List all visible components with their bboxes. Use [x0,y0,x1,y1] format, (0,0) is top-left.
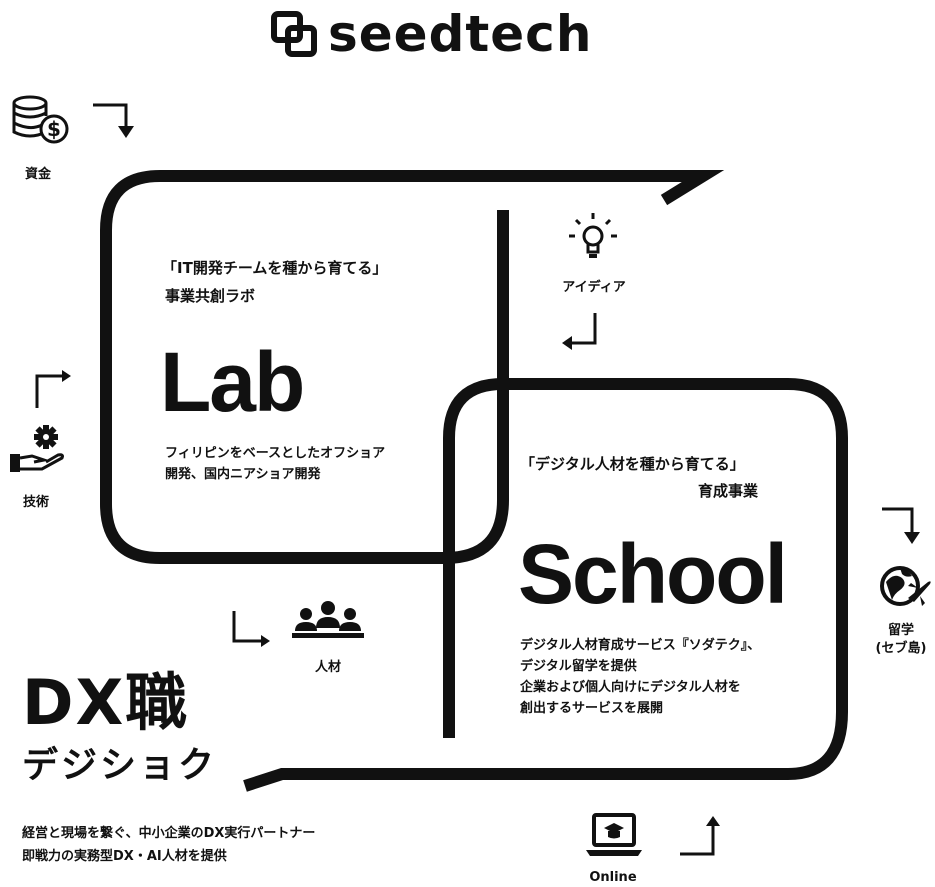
dx-subtitle: デジショク [22,745,218,786]
lab-loop [100,170,725,564]
lab-subtitle: 事業共創ラボ [165,287,256,305]
online-label: Online [589,870,637,885]
study-abroad-label: 留学 (セブ島) [866,622,935,658]
lab-description: フィリピンをベースとしたオフショア 開発、国内ニアショア開発 [165,443,385,485]
seedtech-mark-icon [271,11,317,57]
idea-label: アイディア [562,280,626,295]
school-description-line1: デジタル人材育成サービス『ソダテク』、 [520,638,761,653]
online-corner-arrow [680,822,715,856]
dx-description-line1: 経営と現場を繋ぐ、中小企業のDX実行パートナー [22,826,316,841]
school-description-line4: 創出するサービスを展開 [520,701,664,716]
funds-corner-arrow [93,103,128,134]
study-abroad-label-line1: 留学 [887,623,914,638]
lab-title: Lab [160,335,305,429]
hand-gear-icon [10,425,64,472]
dx-description: 経営と現場を繋ぐ、中小企業のDX実行パートナー 即戦力の実務型DX・AI人材を提… [22,822,315,868]
globe-plane-icon [880,566,931,606]
lab-description-line1: フィリピンをベースとしたオフショア [165,446,386,461]
brand-name: seedtech [328,5,593,63]
study-abroad-label-line2: (セブ島) [875,641,927,656]
school-tagline: 「デジタル人材を種から育てる」 [520,455,745,473]
dx-description-line2: 即戦力の実務型DX・AI人材を提供 [22,849,227,864]
school-title: School [518,527,788,621]
lab-description-line2: 開発、国内ニアショア開発 [165,467,321,482]
school-description: デジタル人材育成サービス『ソダテク』、 デジタル留学を提供 企業および個人向けに… [520,635,760,719]
svg-text:$: $ [47,117,61,141]
tech-corner-arrow [35,374,67,408]
brand-logo: seedtech [270,6,592,62]
school-subtitle: 育成事業 [698,482,759,500]
idea-corner-arrow [566,313,597,345]
abroad-corner-arrow [882,507,914,540]
school-description-line3: 企業および個人向けにデジタル人材を [520,680,741,695]
people-group-icon [292,601,364,638]
lightbulb-icon [569,213,617,258]
laptop-graduation-icon [586,813,642,856]
lab-tagline: 「IT開発チームを種から育てる」 [162,259,388,277]
technology-label: 技術 [22,495,49,510]
coins-dollar-icon: $ [12,95,69,144]
people-label: 人材 [314,660,341,675]
school-loop [243,378,848,792]
funds-label: 資金 [24,167,51,182]
people-corner-arrow [232,611,266,643]
dx-title: DX職 [22,666,190,739]
school-description-line2: デジタル留学を提供 [520,659,637,674]
